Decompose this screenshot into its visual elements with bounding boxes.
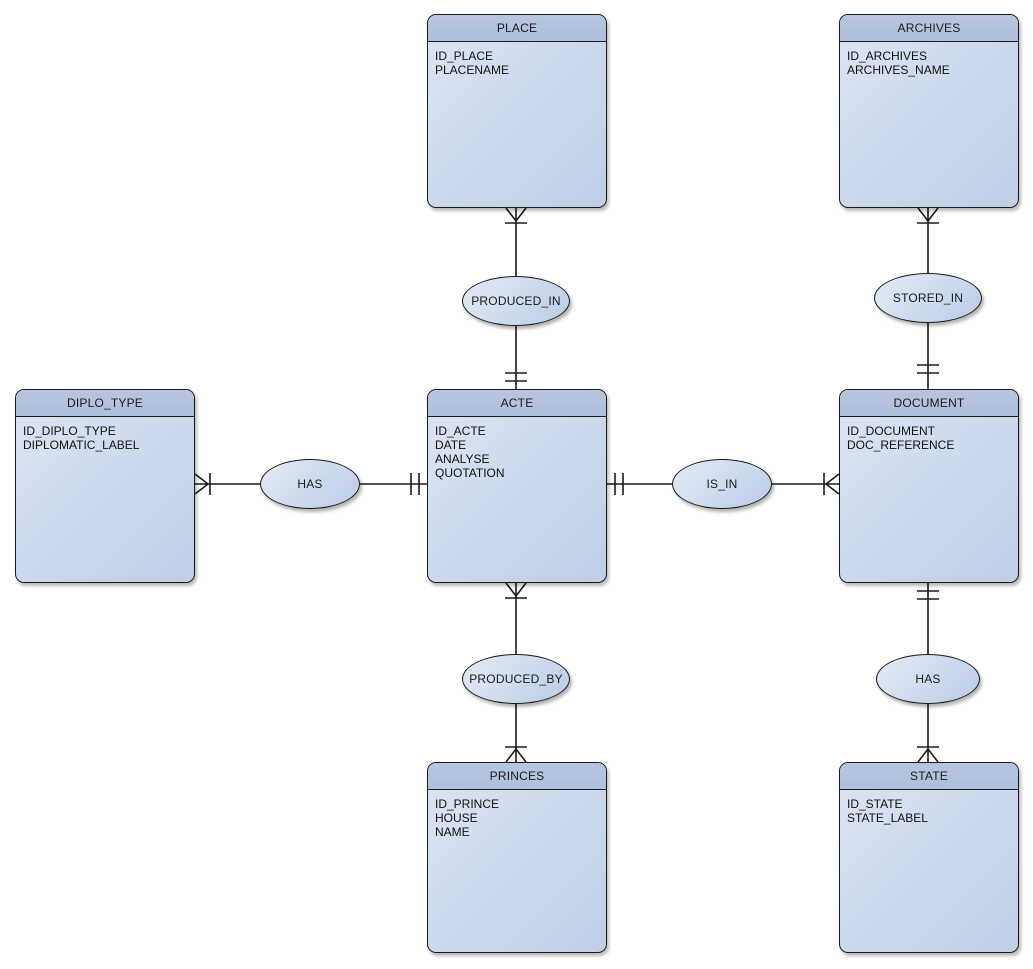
relationship-has-diplo-type[interactable]: HAS	[260, 459, 360, 509]
attribute: QUOTATION	[435, 466, 505, 480]
entity-state[interactable]: STATE ID_STATE STATE_LABEL	[839, 762, 1019, 953]
attribute: DIPLOMATIC_LABEL	[23, 438, 140, 452]
entity-title: ACTE	[428, 390, 606, 417]
relationship-label: HAS	[297, 477, 323, 491]
attribute: ANALYSE	[435, 452, 490, 466]
relationship-produced-in[interactable]: PRODUCED_IN	[462, 276, 570, 326]
relationship-label: STORED_IN	[892, 291, 964, 305]
relationship-label: HAS	[915, 672, 941, 686]
entity-title: STATE	[840, 763, 1018, 790]
attribute: ID_PRINCE	[435, 797, 500, 811]
crowfoot-state	[917, 747, 939, 763]
attribute: STATE_LABEL	[847, 811, 928, 825]
attribute: ID_STATE	[847, 797, 903, 811]
crowfoot-princes	[505, 747, 527, 763]
entity-attributes: ID_PLACE PLACENAME	[428, 42, 606, 77]
relationship-label: PRODUCED_BY	[469, 672, 563, 686]
attribute: DATE	[435, 438, 467, 452]
attribute: HOUSE	[435, 811, 478, 825]
entity-title: DIPLO_TYPE	[16, 390, 194, 417]
attribute: DOC_REFERENCE	[847, 438, 955, 452]
attribute: NAME	[435, 825, 470, 839]
crowfoot-place	[505, 207, 527, 223]
entity-diplo-type[interactable]: DIPLO_TYPE ID_DIPLO_TYPE DIPLOMATIC_LABE…	[15, 389, 195, 583]
entity-title: DOCUMENT	[840, 390, 1018, 417]
relationship-has-state[interactable]: HAS	[876, 654, 980, 704]
entity-princes[interactable]: PRINCES ID_PRINCE HOUSE NAME	[427, 762, 607, 953]
entity-attributes: ID_PRINCE HOUSE NAME	[428, 790, 606, 839]
crowfoot-document	[824, 473, 840, 495]
relationship-label: PRODUCED_IN	[471, 294, 561, 308]
entity-archives[interactable]: ARCHIVES ID_ARCHIVES ARCHIVES_NAME	[839, 14, 1019, 208]
entity-title: ARCHIVES	[840, 15, 1018, 42]
attribute: PLACENAME	[435, 63, 510, 77]
entity-place[interactable]: PLACE ID_PLACE PLACENAME	[427, 14, 607, 208]
crowfoot-diplo_type	[194, 473, 210, 495]
attribute: ID_ARCHIVES	[847, 49, 928, 63]
relationship-produced-by[interactable]: PRODUCED_BY	[462, 654, 570, 704]
entity-title: PRINCES	[428, 763, 606, 790]
entity-attributes: ID_STATE STATE_LABEL	[840, 790, 1018, 825]
attribute: ID_DOCUMENT	[847, 424, 936, 438]
attribute: ARCHIVES_NAME	[847, 63, 950, 77]
entity-attributes: ID_DOCUMENT DOC_REFERENCE	[840, 417, 1018, 452]
entity-document[interactable]: DOCUMENT ID_DOCUMENT DOC_REFERENCE	[839, 389, 1019, 583]
entity-acte[interactable]: ACTE ID_ACTE DATE ANALYSE QUOTATION	[427, 389, 607, 583]
entity-title: PLACE	[428, 15, 606, 42]
attribute: ID_ACTE	[435, 424, 486, 438]
relationship-is-in[interactable]: IS_IN	[672, 459, 772, 509]
crowfoot-archives	[917, 207, 939, 223]
attribute: ID_PLACE	[435, 49, 494, 63]
entity-attributes: ID_DIPLO_TYPE DIPLOMATIC_LABEL	[16, 417, 194, 452]
relationship-stored-in[interactable]: STORED_IN	[874, 273, 982, 323]
relationship-label: IS_IN	[706, 477, 738, 491]
attribute: ID_DIPLO_TYPE	[23, 424, 116, 438]
crowfoot-acte-bottom	[505, 582, 527, 598]
entity-attributes: ID_ACTE DATE ANALYSE QUOTATION	[428, 417, 606, 480]
entity-attributes: ID_ARCHIVES ARCHIVES_NAME	[840, 42, 1018, 77]
